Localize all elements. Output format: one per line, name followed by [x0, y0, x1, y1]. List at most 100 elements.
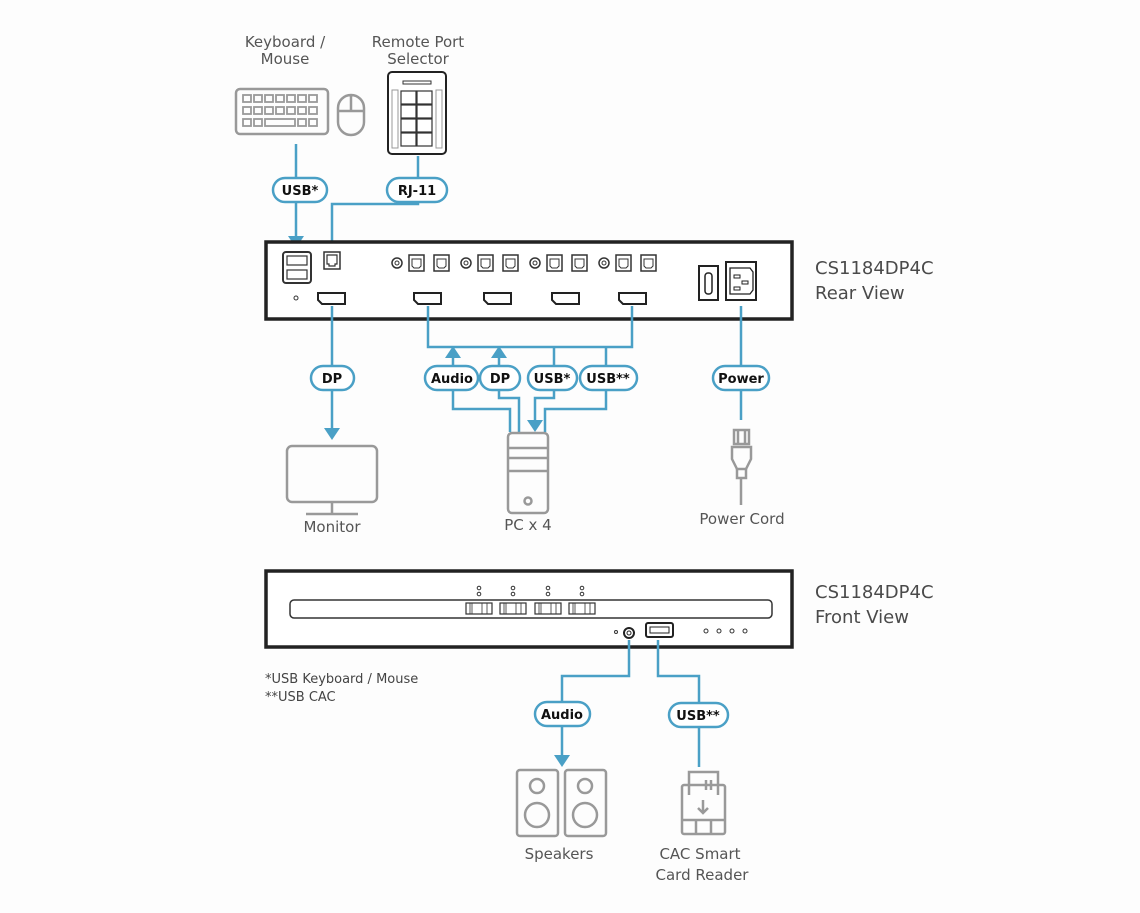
reset-hole [293, 295, 299, 301]
arrow-down-icon [527, 420, 543, 432]
svg-text:USB*: USB* [534, 372, 571, 387]
audio-jack [623, 627, 635, 639]
usb-b-port-inner [549, 258, 560, 269]
usb-b-port [640, 254, 657, 272]
audio-jack [529, 257, 541, 269]
keyboard-mouse-icon [234, 87, 366, 137]
led-bottom [545, 591, 551, 597]
usb-a-ports [282, 251, 312, 284]
cac-label-2: Card Reader [656, 866, 750, 884]
pc-port-group [460, 254, 519, 305]
pc-dp-port [618, 292, 647, 305]
usb-b-port [408, 254, 425, 272]
button-body[interactable] [465, 602, 493, 615]
usb-b-port [571, 254, 588, 272]
front-usb-port [645, 622, 674, 638]
audio-jack [460, 257, 472, 269]
port-select-button[interactable] [465, 585, 493, 615]
button-ridges [503, 603, 522, 614]
rear-view-title: Rear View [815, 283, 905, 304]
arrow-down-icon [554, 755, 570, 767]
usb-b-port-inner [574, 258, 585, 269]
pc-usb-cac-pill: USB** [578, 364, 639, 392]
usb-b-port [546, 254, 563, 272]
kb-usb-pill: USB* [271, 176, 329, 204]
led-bottom [579, 591, 585, 597]
port-select-button[interactable] [534, 585, 562, 615]
rear-model-title: CS1184DP4C [815, 258, 934, 279]
svg-text:DP: DP [490, 372, 510, 387]
pc-port-groups [391, 254, 657, 305]
led-bottom [476, 591, 482, 597]
audio-jack-inner [626, 630, 632, 636]
pc-port-group [529, 254, 588, 305]
usb-b-port [615, 254, 632, 272]
audio-jack [391, 257, 403, 269]
pc-port-group [391, 254, 450, 305]
rj11-pill: RJ-11 [385, 176, 449, 204]
svg-text:USB**: USB** [586, 372, 630, 387]
arrow-up-icon [491, 346, 507, 358]
speakers-audio-wire [560, 640, 631, 755]
cac-label-1: CAC Smart [659, 845, 740, 863]
front-panel-strip [289, 599, 773, 619]
button-body[interactable] [499, 602, 527, 615]
pc-label: PC x 4 [504, 516, 551, 534]
button-ridges [538, 603, 557, 614]
power-pill: Power [711, 364, 771, 392]
button-body[interactable] [568, 602, 596, 615]
speakers-icon [515, 768, 608, 838]
usb-b-port-inner [643, 258, 654, 269]
smart-card-reader-icon [680, 770, 727, 836]
pc-tower-icon [506, 431, 550, 515]
svg-text:USB**: USB** [676, 709, 720, 724]
usb-b-port [477, 254, 494, 272]
power-cord-label: Power Cord [699, 510, 784, 528]
led-top [545, 585, 551, 591]
speakers-audio-pill: Audio [533, 700, 592, 728]
port-select-button[interactable] [568, 585, 596, 615]
monitor-label: Monitor [303, 518, 361, 536]
pc-dp-port [413, 292, 442, 305]
power-switch [698, 265, 719, 301]
svg-text:Audio: Audio [431, 372, 473, 387]
front-view-title: Front View [815, 607, 909, 628]
cac-usb-pill: USB** [667, 701, 730, 729]
audio-jack-inner [394, 260, 400, 266]
usb-b-port-inner [505, 258, 516, 269]
pc-dp-pill: DP [478, 364, 522, 392]
button-body[interactable] [534, 602, 562, 615]
button-ridges [469, 603, 488, 614]
led-top [579, 585, 585, 591]
svg-text:RJ-11: RJ-11 [398, 184, 436, 199]
usb-b-port-inner [436, 258, 447, 269]
usb-b-port [433, 254, 450, 272]
usb-b-port-inner [618, 258, 629, 269]
usb-b-port [502, 254, 519, 272]
led-top [476, 585, 482, 591]
rj11-port [323, 251, 341, 270]
rj11-wire [330, 156, 420, 252]
port-select-button[interactable] [499, 585, 527, 615]
led-top [510, 585, 516, 591]
status-leds [703, 628, 748, 634]
svg-text:Power: Power [718, 372, 764, 387]
mic-hole [614, 630, 618, 634]
button-ridges [572, 603, 591, 614]
front-model-title: CS1184DP4C [815, 582, 934, 603]
speakers-label: Speakers [525, 845, 594, 863]
power-plug-icon [730, 428, 753, 505]
remote-port-selector-icon [387, 71, 447, 155]
svg-text:DP: DP [322, 372, 342, 387]
pc-bus-wire [426, 306, 634, 349]
usb-b-port-inner [411, 258, 422, 269]
port-select-buttons [465, 585, 596, 615]
pc-port-group [598, 254, 657, 305]
pc-usb-pill: USB* [526, 364, 579, 392]
audio-jack-inner [532, 260, 538, 266]
keyboard-mouse-label-1: Keyboard / [245, 33, 326, 51]
led-bottom [510, 591, 516, 597]
pc-dp-port [483, 292, 512, 305]
arrow-down-icon [324, 428, 340, 440]
